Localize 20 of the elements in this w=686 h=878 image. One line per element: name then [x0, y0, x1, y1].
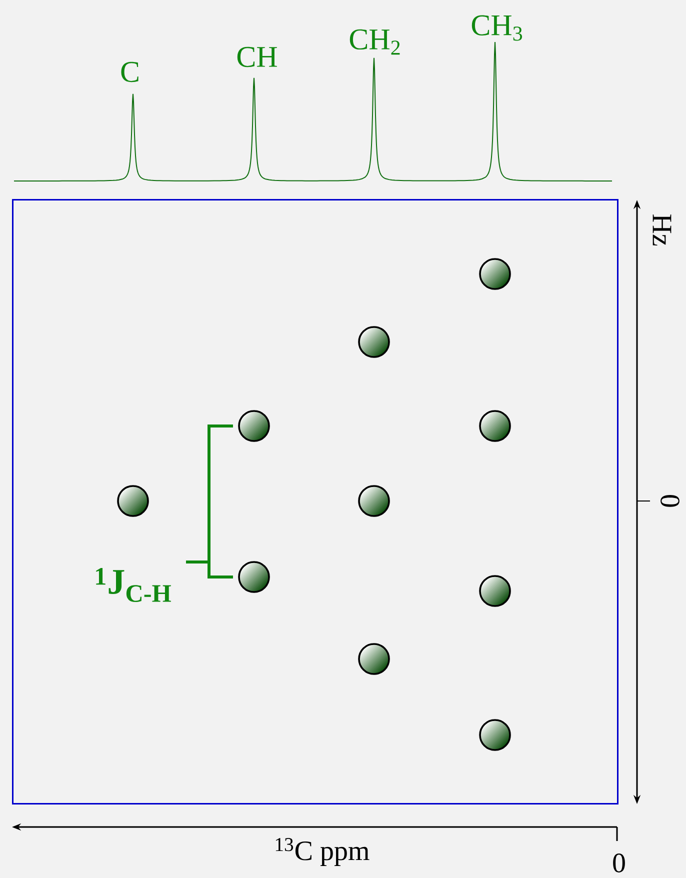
- peak-circle: [479, 575, 511, 607]
- peak-circle: [479, 258, 511, 290]
- peak-label: CH: [237, 46, 277, 68]
- peak-circle: [358, 326, 390, 358]
- peak-label: CH$_{2}$: [350, 29, 400, 55]
- coupling-label: $^{1}$J$_{C-H}$: [96, 568, 171, 602]
- peak-circle: [358, 643, 390, 675]
- peak-circle: [479, 719, 511, 751]
- tick-label: 0: [660, 495, 680, 507]
- tick-label: 0: [613, 854, 625, 872]
- peak-label: CH$_{3}$: [472, 15, 522, 41]
- peak-circle: [358, 485, 390, 517]
- peak-circle: [479, 410, 511, 442]
- axis-label: $^{13}$C ppm: [276, 838, 370, 866]
- axis-label: Hz: [652, 214, 672, 246]
- peak-circle: [238, 561, 270, 593]
- peak-label: C: [121, 62, 138, 82]
- peak-circle: [238, 410, 270, 442]
- peak-circle: [117, 485, 149, 517]
- plot-frame: [12, 199, 618, 804]
